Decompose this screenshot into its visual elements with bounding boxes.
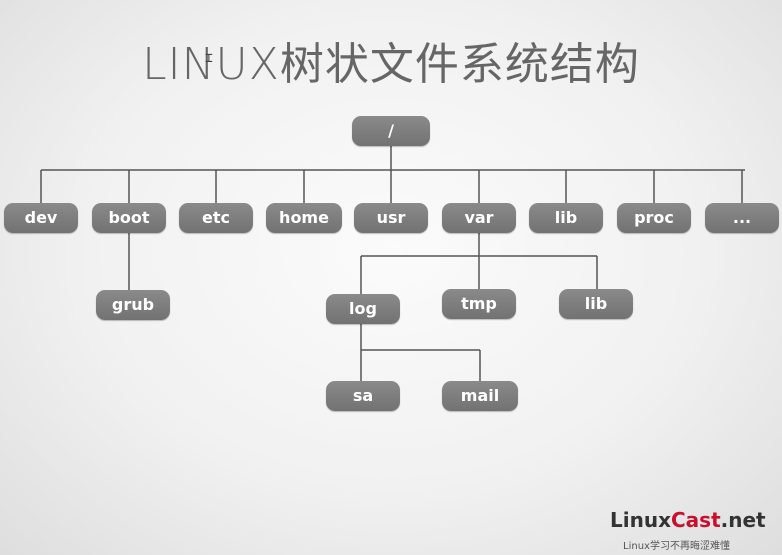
slide-title: LINUX树状文件系统结构 bbox=[142, 39, 640, 90]
tree-node-root: / bbox=[352, 116, 430, 146]
tree-node-grub: grub bbox=[96, 290, 170, 320]
logo-suffix: .net bbox=[720, 508, 766, 532]
tree-node-var-lib: lib bbox=[559, 289, 633, 319]
tree-node-log: log bbox=[326, 294, 400, 324]
tree-node-tmp: tmp bbox=[442, 289, 516, 319]
tree-node-var: var bbox=[442, 203, 516, 233]
tree-node-dev: dev bbox=[4, 203, 78, 233]
tree-node-usr: usr bbox=[354, 203, 428, 233]
tree-node-etc: etc bbox=[179, 203, 253, 233]
logo-accent: Cast bbox=[670, 508, 721, 532]
tree-node-sa: sa bbox=[326, 381, 400, 411]
site-logo-text: LinuxCast.net bbox=[610, 508, 770, 532]
tree-node-lib: lib bbox=[529, 203, 603, 233]
tree-node-home: home bbox=[266, 203, 342, 233]
tree-node-mail: mail bbox=[442, 381, 518, 411]
text-cursor-icon: ⌶ bbox=[205, 51, 213, 66]
logo-prefix: Linux bbox=[610, 508, 671, 532]
tree-node-proc: proc bbox=[617, 203, 691, 233]
site-tagline: Linux学习不再晦涩难懂 bbox=[623, 541, 730, 552]
tree-node-more: ... bbox=[705, 203, 779, 233]
tree-node-boot: boot bbox=[92, 203, 166, 233]
